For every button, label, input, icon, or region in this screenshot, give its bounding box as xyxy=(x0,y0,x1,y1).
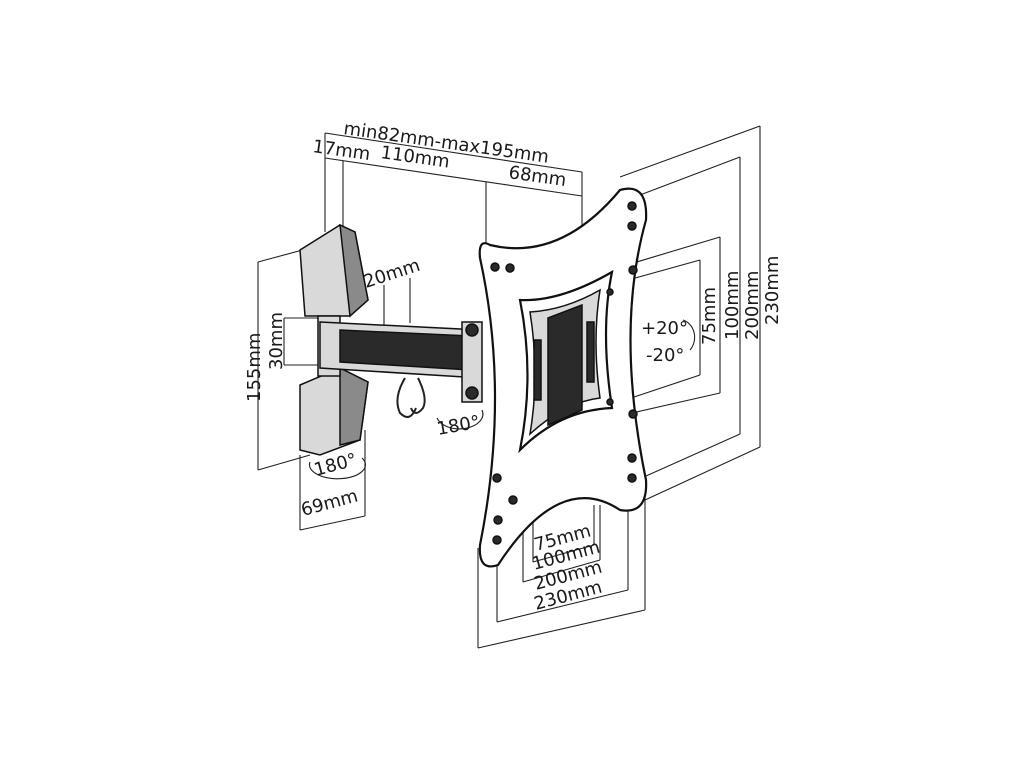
tilt-up-label: +20° xyxy=(641,318,688,339)
tilt-down-label: -20° xyxy=(646,345,684,366)
arm-rotation-label: 180° xyxy=(435,412,481,440)
mounting-holes xyxy=(490,201,638,545)
height-155mm-label: 155mm xyxy=(244,333,265,402)
arm-20mm-label: 20mm xyxy=(361,255,423,293)
wall-bracket xyxy=(299,223,369,456)
vertical-200mm-label: 200mm xyxy=(742,271,763,340)
depth-dimension-lines xyxy=(324,132,583,244)
left-dimension-lines xyxy=(257,247,411,531)
rotation-arrows xyxy=(308,319,696,480)
wall-width-69mm-label: 69mm xyxy=(299,486,360,521)
vertical-dimension-lines xyxy=(609,125,761,501)
vertical-230mm-label: 230mm xyxy=(762,256,783,325)
vesa-plate xyxy=(478,187,648,568)
swing-arm xyxy=(319,321,483,418)
vertical-75mm-label: 75mm xyxy=(699,287,720,345)
vertical-100mm-label: 100mm xyxy=(722,271,743,340)
arm-30mm-label: 30mm xyxy=(266,312,287,370)
